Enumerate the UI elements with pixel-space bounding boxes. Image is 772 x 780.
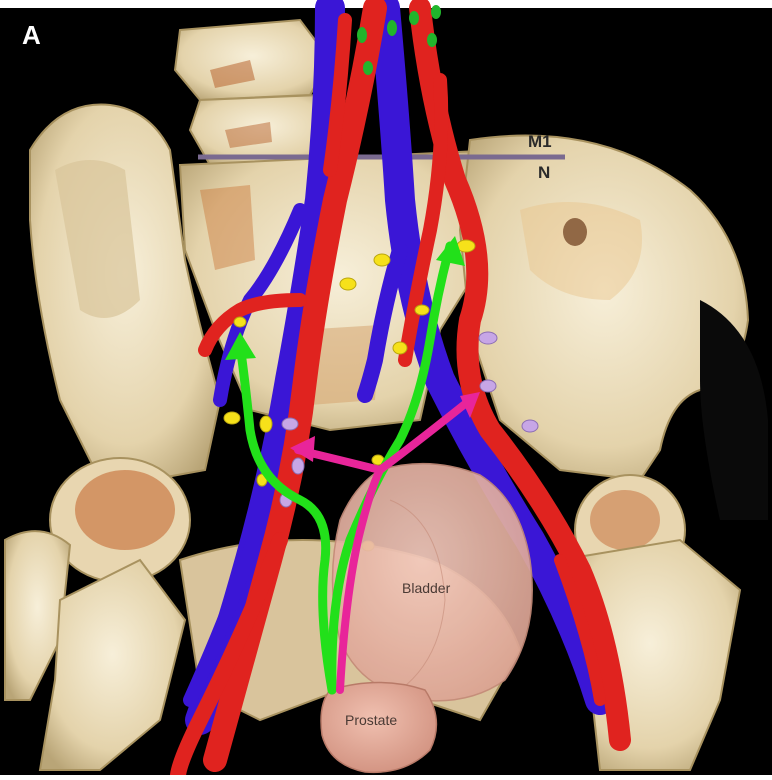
level-label-m1: M1	[528, 132, 552, 152]
bladder-label: Bladder	[402, 580, 450, 596]
level-label-n: N	[538, 163, 550, 183]
panel-label: A	[22, 20, 41, 51]
prostate-label: Prostate	[345, 712, 397, 728]
